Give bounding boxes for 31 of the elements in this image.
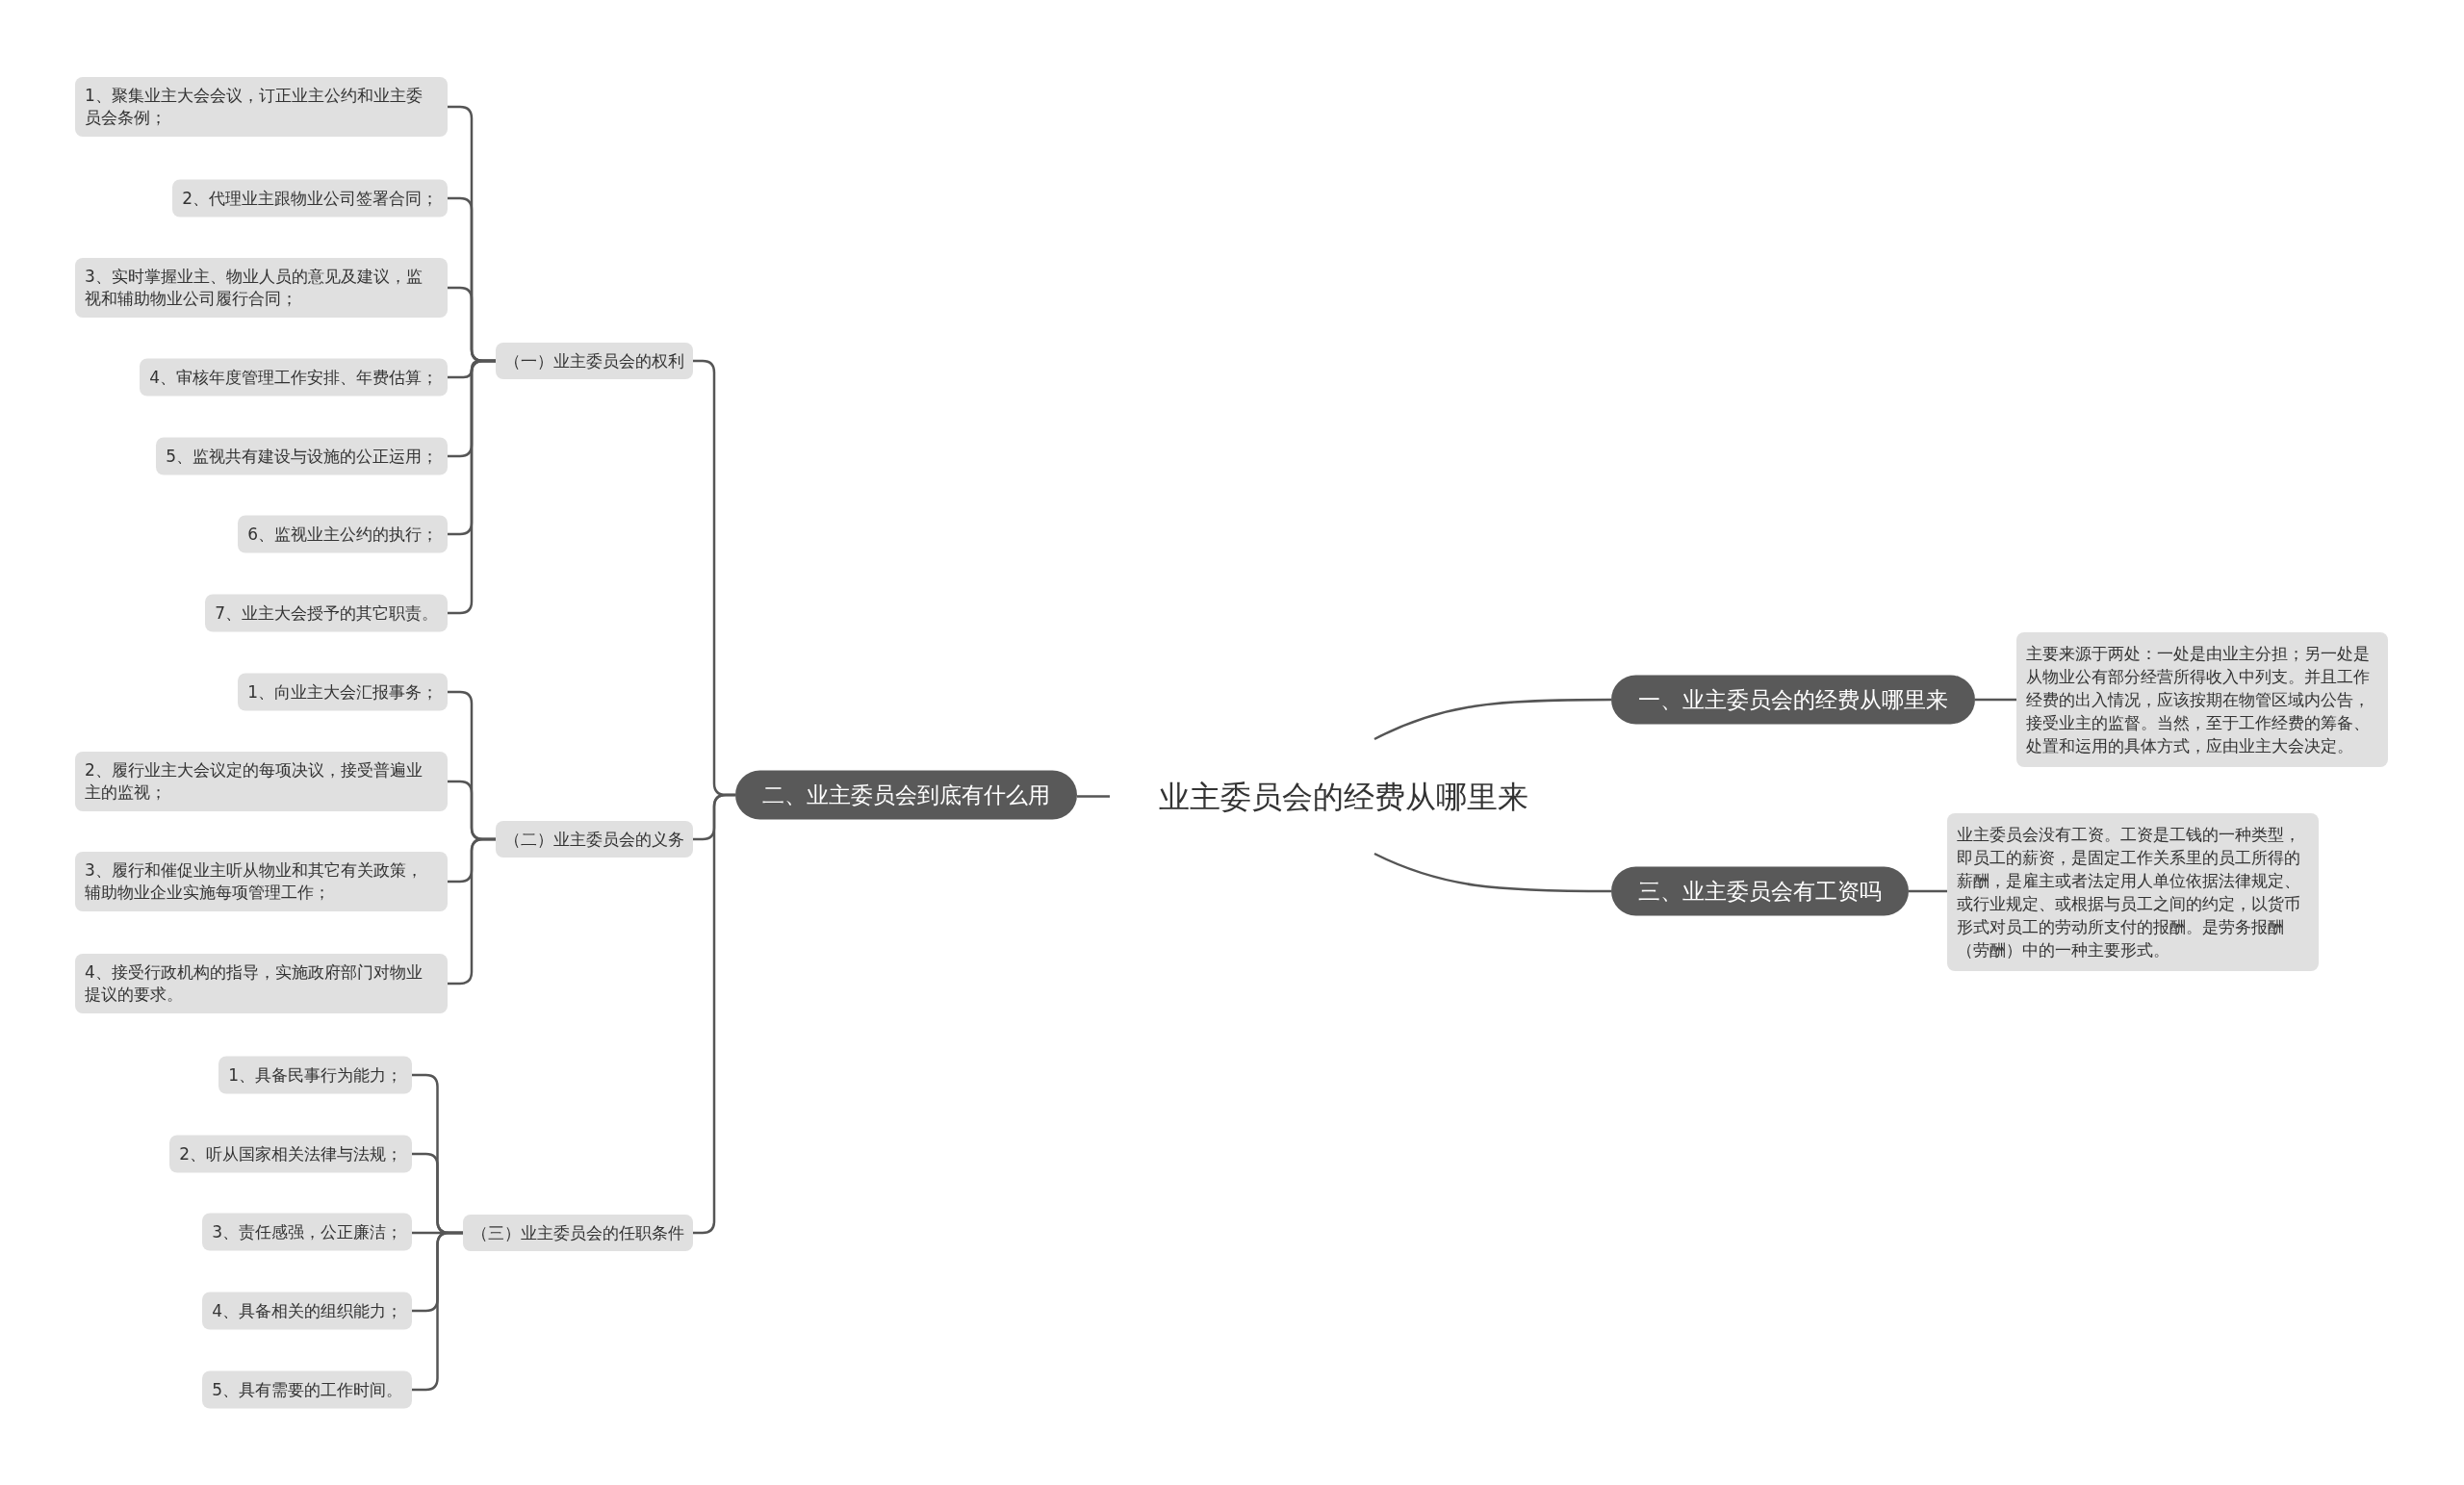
leaf-topic-box: 1、聚集业主大会会议，订正业主公约和业主委员会条例； (75, 77, 448, 137)
note-card: 主要来源于两处：一处是由业主分担；另一处是从物业公有部分经营所得收入中列支。并且工作经费的出入情况，应该按期在物管区域内公告，接受业主的监督。当然，至于工作经费的筹备、处置和运用的具体方式，应由业主大会决定。 (2016, 632, 2388, 767)
connector-line (1909, 889, 1947, 893)
leaf-topic-box: 2、履行业主大会议定的每项决议，接受普遍业主的监视； (75, 752, 448, 811)
leaf-topic-box: 7、业主大会授予的其它职责。 (205, 594, 448, 632)
subtopic-box: （三）业主委员会的任职条件 (463, 1215, 693, 1251)
leaf-topic-box: 6、监视业主公约的执行； (238, 515, 448, 553)
subtopic-box: （二）业主委员会的义务 (496, 821, 693, 858)
central-topic: 业主委员会的经费从哪里来 (1110, 739, 1578, 854)
leaf-topic-box: 4、接受行政机构的指导，实施政府部门对物业提议的要求。 (75, 954, 448, 1013)
leaf-topic-box: 2、听从国家相关法律与法规； (169, 1135, 412, 1173)
leaf-topic-box: 5、具有需要的工作时间。 (202, 1370, 412, 1409)
topic-pill: 一、业主委员会的经费从哪里来 (1611, 675, 1975, 725)
leaf-topic-box: 1、具备民事行为能力； (218, 1056, 412, 1094)
subtopic-box: （一）业主委员会的权利 (496, 343, 693, 379)
topic-pill: 二、业主委员会到底有什么用 (735, 770, 1077, 820)
connector-line (1373, 852, 1611, 893)
leaf-topic-box: 5、监视共有建设与设施的公正运用； (156, 437, 448, 475)
note-card: 业主委员会没有工资。工资是工钱的一种类型，即员工的薪资，是固定工作关系里的员工所得的薪酬，是雇主或者法定用人单位依据法律规定、或行业规定、或根据与员工之间的约定，以货币形式对员工的劳动所支付的报酬。是劳务报酬（劳酬）中的一种主要形式。 (1947, 813, 2319, 971)
leaf-topic-box: 4、审核年度管理工作安排、年费估算； (140, 358, 448, 397)
leaf-topic-box: 2、代理业主跟物业公司签署合同； (172, 179, 448, 218)
connector-line (693, 793, 735, 1235)
connector-line (1975, 698, 2016, 702)
connector-line (1077, 795, 1110, 798)
connector-line (1373, 698, 1611, 741)
leaf-topic-box: 4、具备相关的组织能力； (202, 1292, 412, 1330)
leaf-topic-box: 3、责任感强，公正廉洁； (202, 1213, 412, 1251)
leaf-topic-box: 3、履行和催促业主听从物业和其它有关政策，辅助物业企业实施每项管理工作； (75, 852, 448, 911)
leaf-topic-box: 1、向业主大会汇报事务； (238, 673, 448, 711)
topic-pill: 三、业主委员会有工资吗 (1611, 866, 1909, 916)
leaf-topic-box: 3、实时掌握业主、物业人员的意见及建议，监视和辅助物业公司履行合同； (75, 258, 448, 318)
